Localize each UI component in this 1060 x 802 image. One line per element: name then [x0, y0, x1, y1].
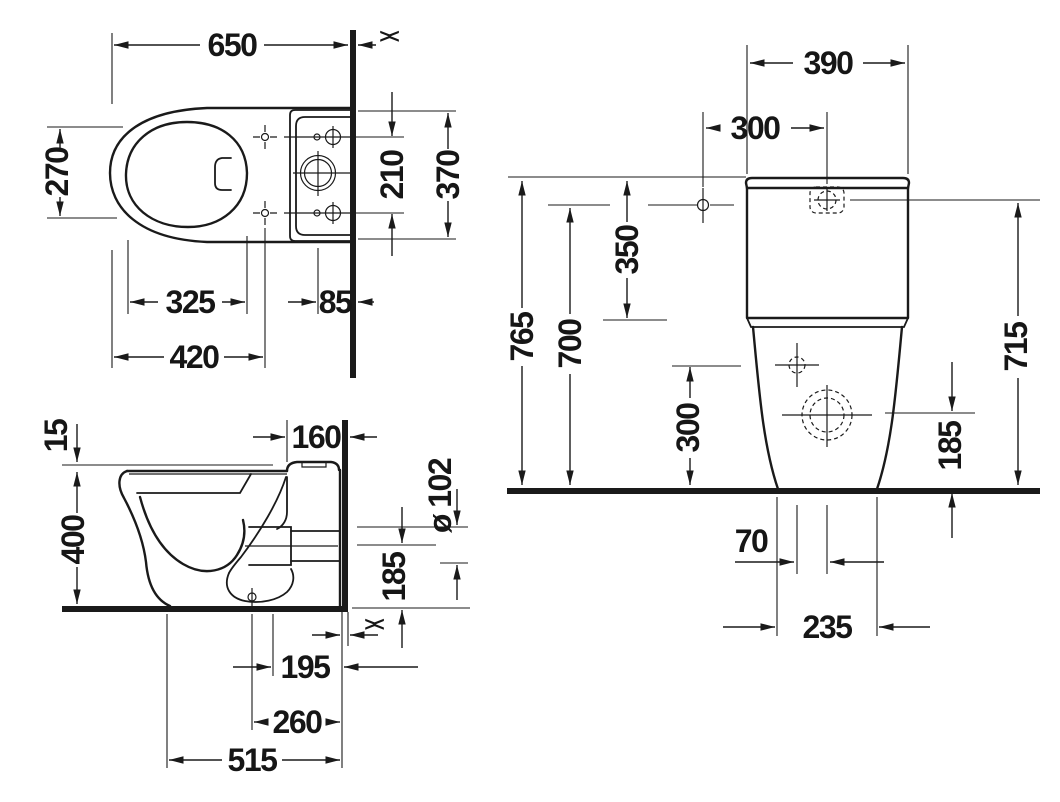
- dim-label-160: 160: [292, 419, 342, 455]
- dim-label-85: 85: [319, 284, 352, 320]
- dim-label-515: 515: [228, 742, 278, 778]
- section-body: [118, 460, 342, 608]
- plan-dimension-lines: [56, 41, 452, 361]
- front-extension-lines: [508, 45, 1040, 636]
- floor-line-front: [507, 488, 1040, 494]
- plan-cistern-outer: [289, 109, 351, 242]
- dim-label-715: 715: [998, 322, 1034, 372]
- dim-label-210: 210: [374, 150, 410, 200]
- plan-body-outline: [108, 106, 352, 244]
- dim-label-70: 70: [735, 523, 768, 559]
- dim-label-370: 370: [430, 150, 466, 200]
- supply-hole: [696, 188, 710, 223]
- side-outlet-circles: [782, 385, 872, 447]
- plan-inlet-mark: [214, 157, 232, 191]
- dim-label-270: 270: [39, 147, 75, 197]
- dim-label-185-section: 185: [376, 552, 412, 602]
- wall-break-icon-plan: ><: [379, 26, 399, 48]
- dim-label-185-front: 185: [932, 421, 968, 471]
- wall-line-section: [342, 420, 348, 612]
- dim-label-300-side: 300: [670, 403, 706, 453]
- plan-view: 650 270 210 370 325 85 420 ><: [39, 26, 466, 378]
- dim-label-195: 195: [281, 649, 331, 685]
- dim-label-420: 420: [170, 339, 220, 375]
- flush-button: [809, 186, 845, 214]
- dim-label-400: 400: [55, 515, 91, 565]
- plan-seat-ring: [124, 120, 249, 229]
- section-extension-lines: [62, 420, 470, 768]
- section-view: 15 160 400 ø 102 185 195 260 515 ><: [38, 419, 470, 778]
- wall-break-icon-section: ><: [364, 614, 384, 636]
- dim-label-650: 650: [208, 27, 258, 63]
- floor-line-section: [62, 606, 348, 612]
- dim-label-325: 325: [166, 284, 216, 320]
- dim-label-260: 260: [273, 704, 323, 740]
- plan-cistern-inner: [295, 116, 351, 236]
- seat-fixing-holes: [253, 125, 277, 225]
- plan-extension-lines: [47, 33, 456, 368]
- cistern-holes: [284, 126, 352, 224]
- section-dimension-lines: [73, 424, 461, 764]
- side-fixing-cross: [775, 343, 819, 387]
- dim-label-390: 390: [804, 45, 854, 81]
- dim-label-235: 235: [803, 609, 853, 645]
- dim-label-700: 700: [552, 319, 588, 369]
- dim-label-350: 350: [609, 225, 645, 275]
- dim-label-300-top: 300: [731, 110, 781, 146]
- dim-label-15: 15: [38, 419, 74, 452]
- dim-label-765: 765: [504, 312, 540, 362]
- dim-label-o102: ø 102: [422, 458, 458, 533]
- front-dimension-lines: [518, 59, 1022, 631]
- front-view: 390 300 350 765 700 715 300 185 70 235: [504, 45, 1040, 645]
- wall-line: [350, 30, 356, 378]
